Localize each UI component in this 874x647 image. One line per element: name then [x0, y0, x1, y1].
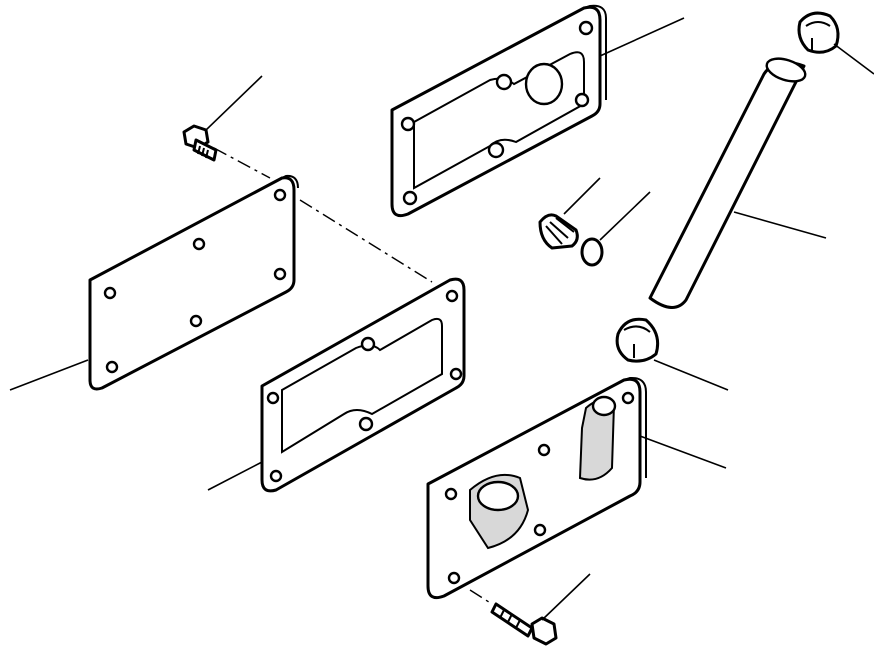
housing [426, 376, 647, 600]
o-ring [580, 237, 604, 267]
leader-bolt-top [205, 75, 263, 131]
gasket-left [260, 277, 466, 493]
bolt-bottom [469, 589, 558, 646]
assembly-centerline [213, 147, 433, 283]
leader-bolt-bottom [541, 573, 591, 621]
leader-hose [733, 211, 827, 239]
leader-cover-top [599, 17, 685, 57]
leader-cover-plate [9, 359, 89, 391]
hose-clamp-top [797, 11, 840, 54]
leader-gasket-left [207, 461, 263, 491]
leader-clamp-top [833, 43, 874, 75]
hose-clamp-bottom [615, 317, 660, 363]
bolt-top [182, 124, 218, 162]
cover-top [390, 4, 607, 218]
hose [648, 57, 807, 309]
cover-plate [88, 174, 299, 391]
plug [538, 213, 579, 250]
leader-o-ring [599, 191, 651, 241]
leader-housing [639, 435, 727, 469]
leader-plug [563, 177, 601, 215]
leader-clamp-bottom [653, 359, 729, 391]
